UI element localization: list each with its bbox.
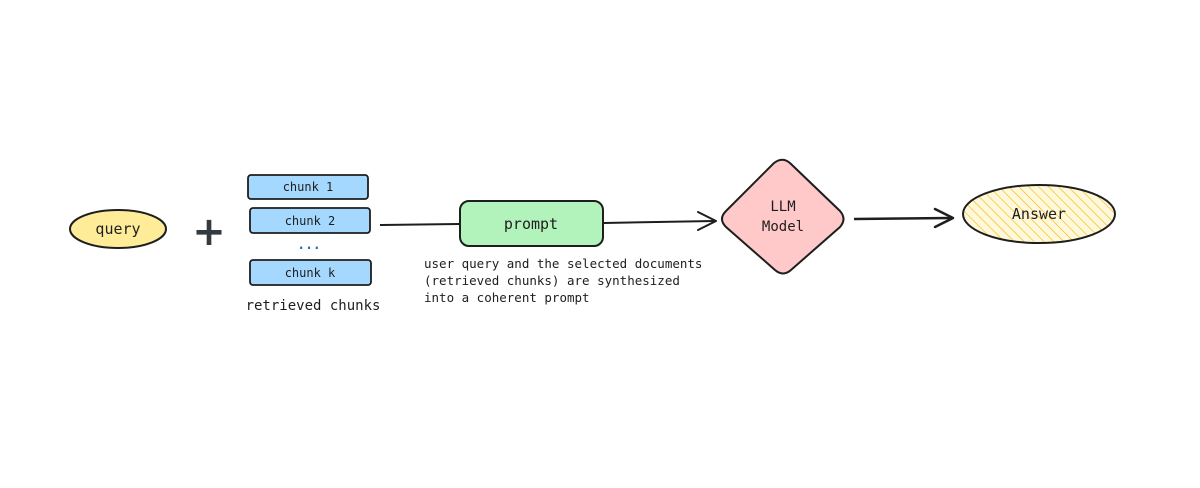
chunk-k-label: chunk k [285, 266, 336, 280]
llm-model-node: LLM Model [721, 158, 845, 275]
edge-llm-to-answer [853, 207, 955, 229]
chunk-k: chunk k [249, 259, 372, 286]
annotation-line-2: (retrieved chunks) are synthesized [424, 273, 680, 288]
prompt-label: prompt [504, 215, 558, 233]
answer-ellipse-hatch [963, 185, 1115, 243]
prompt-annotation: user query and the selected documents (r… [424, 256, 702, 305]
chunk-1-label: chunk 1 [283, 180, 334, 194]
chunk-k-box [249, 259, 372, 286]
annotation-line-1: user query and the selected documents [424, 256, 702, 271]
answer-ellipse-outline [962, 184, 1116, 244]
chunk-ellipsis: ... [297, 238, 320, 253]
chunk-2-label: chunk 2 [285, 214, 336, 228]
llm-diamond [721, 158, 845, 275]
answer-label: Answer [1012, 205, 1066, 223]
plus-sign: + [192, 209, 226, 255]
llm-label-line-2: Model [762, 219, 804, 235]
edge-chunks-to-prompt [379, 223, 460, 226]
arrow-line [603, 220, 715, 224]
connector-line [379, 223, 460, 226]
prompt-node: prompt [459, 200, 604, 247]
retrieved-chunks-caption: retrieved chunks [246, 298, 381, 314]
query-node: query [69, 209, 167, 249]
chunk-1: chunk 1 [247, 174, 369, 200]
prompt-box [459, 200, 604, 247]
query-label: query [95, 220, 140, 238]
arrowhead-icon [933, 207, 955, 229]
chunk-2: chunk 2 [249, 207, 371, 234]
edge-prompt-to-llm [603, 211, 717, 231]
chunk-1-box [247, 174, 369, 200]
chunk-2-box [249, 207, 371, 234]
query-ellipse [69, 209, 167, 249]
arrow-line [853, 216, 952, 221]
arrowhead-icon [697, 211, 717, 231]
llm-label-line-1: LLM [770, 199, 795, 215]
answer-node: Answer [962, 184, 1116, 244]
annotation-line-3: into a coherent prompt [424, 290, 590, 305]
retrieved-chunks-group: chunk 1 chunk 2 ... chunk k retrieved ch… [246, 174, 381, 314]
